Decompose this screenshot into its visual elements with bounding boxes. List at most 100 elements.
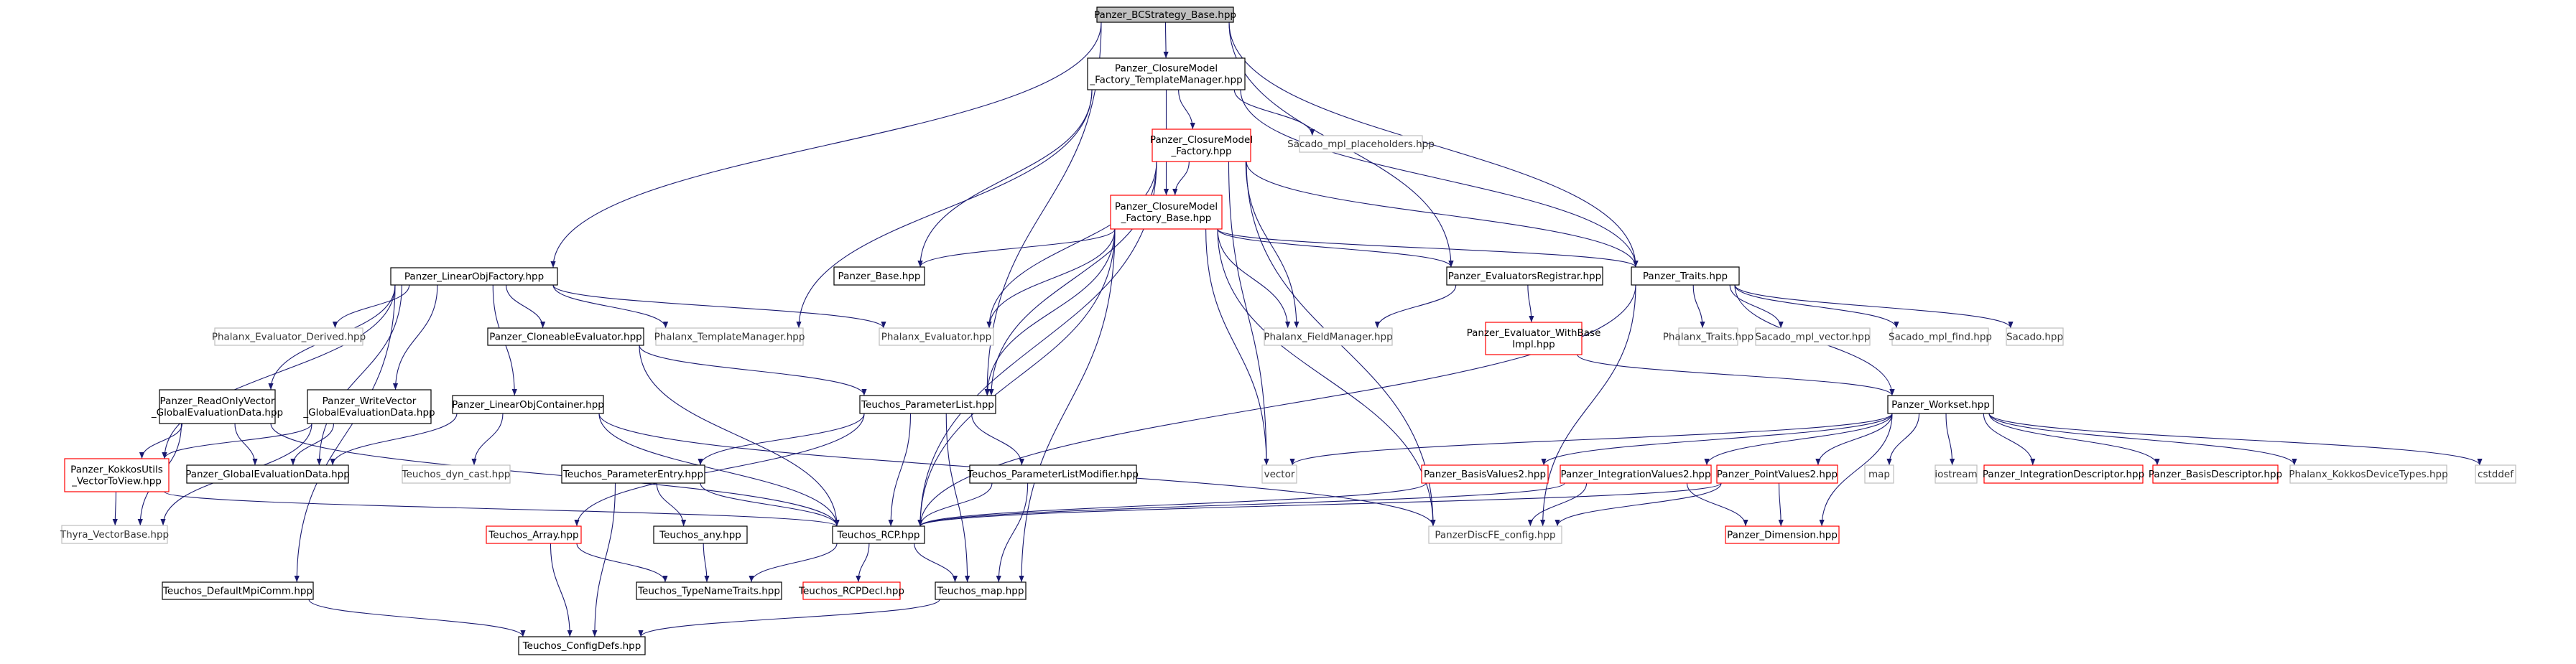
node-tpl[interactable]: Teuchos_ParameterList.hpp: [859, 395, 996, 414]
node-cmftm[interactable]: Panzer_ClosureModel_Factory_TemplateMana…: [1087, 57, 1246, 90]
edge-cloneev-to-rcp: [639, 345, 840, 527]
node-box: [61, 525, 168, 544]
node-label: Teuchos_ConfigDefs.hpp: [522, 640, 641, 652]
edge-rov-to-kku: [139, 423, 183, 459]
node-workset[interactable]: Panzer_Workset.hpp: [1887, 395, 1994, 414]
node-label: _Factory.hpp: [1170, 146, 1231, 157]
node-label: Panzer_PointValues2.hpp: [1717, 469, 1838, 480]
edge-tarray-to-tntraits: [576, 543, 668, 583]
node-cdefs[interactable]: Teuchos_ConfigDefs.hpp: [518, 636, 646, 655]
node-label: Panzer_CloneableEvaluator.hpp: [489, 332, 641, 343]
node-box: [1935, 464, 1978, 484]
node-lof[interactable]: Panzer_LinearObjFactory.hpp: [390, 267, 558, 286]
node-box: [518, 636, 646, 655]
node-dim[interactable]: Panzer_Dimension.hpp: [1725, 525, 1840, 544]
node-label: Panzer_BCStrategy_Base.hpp: [1094, 9, 1236, 21]
edge-cmfb-to-tpl: [984, 228, 1116, 396]
edge-lof-to-wv: [392, 284, 438, 391]
edge-cmfb-to-rcp: [917, 228, 1116, 527]
node-box: [159, 389, 276, 424]
node-rcpdecl[interactable]: Teuchos_RCPDecl.hpp: [798, 581, 904, 600]
edge-locont-to-dyncast: [471, 413, 504, 466]
node-cmfb[interactable]: Panzer_ClosureModel_Factory_Base.hpp: [1110, 195, 1223, 230]
node-tplm[interactable]: Teuchos_ParameterListModifier.hpp: [967, 464, 1139, 484]
node-cloneev[interactable]: Panzer_CloneableEvaluator.hpp: [487, 327, 644, 346]
node-tarray[interactable]: Teuchos_Array.hpp: [486, 525, 582, 544]
edge-cmfb-to-dfe: [1217, 228, 1436, 527]
edge-workset-to-pv2: [1815, 413, 1893, 466]
node-box: [833, 266, 925, 286]
node-label: Panzer_Base.hpp: [838, 271, 921, 282]
node-label: Panzer_BasisDescriptor.hpp: [2149, 469, 2282, 480]
node-box: [1264, 327, 1393, 346]
node-box: [486, 525, 582, 544]
edge-tpl-to-tpe: [698, 413, 865, 466]
edge-bcs-to-cmftm: [1163, 22, 1169, 59]
node-tmap[interactable]: Teuchos_map.hpp: [935, 581, 1027, 600]
node-label: _GlobalEvaluationData.hpp: [302, 407, 435, 418]
node-label: _Factory_Base.hpp: [1121, 212, 1212, 224]
node-intdesc[interactable]: Panzer_IntegrationDescriptor.hpp: [1983, 464, 2144, 484]
node-box: [452, 395, 604, 414]
edge-tdmc-to-cdefs: [308, 599, 526, 637]
node-label: Phalanx_KokkosDeviceTypes.hpp: [2289, 469, 2447, 480]
node-traits[interactable]: Panzer_Traits.hpp: [1631, 266, 1740, 286]
node-label: Phalanx_TemplateManager.hpp: [654, 332, 805, 343]
edge-pv2-to-dfe: [1555, 482, 1722, 527]
node-wv[interactable]: Panzer_WriteVector_GlobalEvaluationData.…: [302, 389, 435, 424]
node-locont[interactable]: Panzer_LinearObjContainer.hpp: [452, 395, 604, 414]
node-pbase[interactable]: Panzer_Base.hpp: [833, 266, 925, 286]
node-label: _GlobalEvaluationData.hpp: [151, 407, 283, 418]
node-sacvec: Sacado_mpl_vector.hpp: [1755, 327, 1871, 346]
edge-rcp-to-rcpdecl: [856, 543, 870, 583]
node-kku[interactable]: Panzer_KokkosUtils_VectorToView.hpp: [64, 458, 170, 492]
edge-tpl-to-tarray: [574, 413, 865, 527]
node-cmf[interactable]: Panzer_ClosureModel_Factory.hpp: [1150, 128, 1253, 162]
node-pv2[interactable]: Panzer_PointValues2.hpp: [1716, 464, 1838, 484]
edge-cmfb-to-evreg: [1217, 228, 1454, 268]
node-rov[interactable]: Panzer_ReadOnlyVector_GlobalEvaluationDa…: [151, 389, 283, 424]
node-label: Teuchos_Array.hpp: [488, 530, 578, 541]
edge-bv2-to-rcp: [917, 482, 1427, 527]
node-tany[interactable]: Teuchos_any.hpp: [653, 525, 748, 544]
edge-wv-to-kku: [162, 423, 312, 459]
edge-cmfb-to-phev: [986, 228, 1116, 329]
node-basisdesc[interactable]: Panzer_BasisDescriptor.hpp: [2149, 464, 2282, 484]
node-box: [1887, 395, 1994, 414]
node-label: Panzer_ReadOnlyVector: [160, 396, 275, 407]
edge-workset-to-map: [1886, 413, 1920, 466]
node-tntraits[interactable]: Teuchos_TypeNameTraits.hpp: [636, 581, 782, 600]
edge-wv-to-ged: [290, 423, 335, 466]
edge-cmftm-to-pbase: [917, 89, 1093, 268]
node-label: PanzerDiscFE_config.hpp: [1435, 530, 1555, 541]
node-tdmc[interactable]: Teuchos_DefaultMpiComm.hpp: [162, 581, 314, 600]
node-box: [969, 464, 1137, 484]
node-kdt: Phalanx_KokkosDeviceTypes.hpp: [2289, 464, 2448, 484]
node-vector: vector: [1261, 464, 1297, 484]
node-evreg[interactable]: Panzer_EvaluatorsRegistrar.hpp: [1446, 266, 1603, 286]
node-box: [1485, 322, 1583, 355]
node-tpe[interactable]: Teuchos_ParameterEntry.hpp: [561, 464, 705, 484]
node-label: Sacado.hpp: [2006, 332, 2063, 343]
node-box: [1261, 464, 1297, 484]
node-bv2[interactable]: Panzer_BasisValues2.hpp: [1421, 464, 1549, 484]
node-box: [487, 327, 644, 346]
node-rcp[interactable]: Teuchos_RCP.hpp: [832, 525, 925, 544]
edge-tpl-to-rcp: [888, 413, 912, 527]
edge-kku-to-rcp: [164, 491, 840, 527]
edge-locont-to-ged: [330, 413, 458, 466]
node-phtraits: Phalanx_Traits.hpp: [1663, 327, 1753, 346]
edge-cmf-to-phev: [986, 161, 1157, 329]
node-ged[interactable]: Panzer_GlobalEvaluationData.hpp: [185, 464, 350, 484]
node-iv2[interactable]: Panzer_IntegrationValues2.hpp: [1560, 464, 1712, 484]
edge-traits-to-sacfind: [1734, 284, 1899, 329]
node-box: [2475, 464, 2516, 484]
edge-rov-to-rcp: [270, 423, 840, 527]
node-label: Teuchos_map.hpp: [937, 586, 1024, 597]
edge-cmfb-to-traits: [1217, 228, 1639, 268]
node-sacmpl: Sacado_mpl_placeholders.hpp: [1287, 135, 1435, 153]
edge-evreg-to-phfm: [1374, 284, 1457, 329]
node-box: [1428, 525, 1562, 544]
node-box: [832, 525, 925, 544]
